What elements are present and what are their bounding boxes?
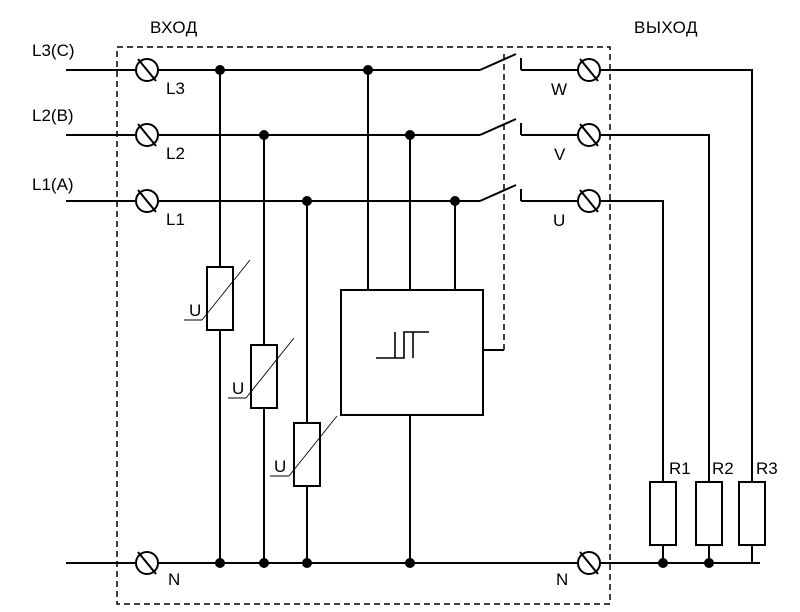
terminal-n-out — [577, 551, 601, 575]
varistor-label-3: U — [274, 457, 286, 476]
hysteresis-icon — [376, 331, 429, 359]
external-input-leads — [66, 69, 135, 564]
varistor-l3 — [184, 70, 251, 563]
junction-dots — [215, 65, 714, 568]
terminal-label-n-out: N — [556, 570, 568, 589]
terminal-l1-in — [135, 189, 159, 213]
terminal-l3-in — [135, 58, 159, 82]
contact-switch-v — [479, 118, 578, 136]
phase-buses — [158, 69, 480, 202]
resistor-label-r3: R3 — [756, 459, 778, 478]
control-unit — [340, 70, 484, 563]
varistor-l2 — [228, 135, 295, 563]
terminal-label-l1: L1 — [166, 210, 185, 229]
varistor-label-2: U — [232, 379, 244, 398]
terminal-u-out — [577, 189, 601, 213]
terminal-w-out — [577, 58, 601, 82]
terminal-label-n-in: N — [168, 570, 180, 589]
terminal-l2-in — [135, 123, 159, 147]
resistor-label-r2: R2 — [712, 459, 734, 478]
resistor-r2 — [695, 481, 723, 563]
terminal-label-v: V — [554, 145, 566, 164]
contact-switch-u — [479, 184, 578, 202]
resistor-label-r1: R1 — [669, 459, 691, 478]
terminal-label-u: U — [553, 211, 565, 230]
terminal-n-in — [135, 551, 159, 575]
input-header: ВХОД — [150, 18, 198, 37]
input-label-l1: L1(A) — [32, 175, 74, 194]
terminal-label-l2: L2 — [166, 144, 185, 163]
terminal-label-l3: L3 — [166, 79, 185, 98]
output-wires — [600, 69, 753, 482]
device-enclosure — [116, 46, 611, 605]
input-label-l3: L3(C) — [32, 41, 75, 60]
contact-switch-w — [479, 53, 578, 71]
output-header: ВЫХОД — [634, 18, 698, 37]
resistor-r3 — [738, 481, 766, 563]
resistor-r1 — [649, 481, 677, 563]
input-label-l2: L2(B) — [32, 106, 74, 125]
terminal-label-w: W — [551, 80, 567, 99]
terminal-v-out — [577, 123, 601, 147]
varistor-l1 — [270, 201, 338, 563]
varistor-label-1: U — [189, 301, 201, 320]
